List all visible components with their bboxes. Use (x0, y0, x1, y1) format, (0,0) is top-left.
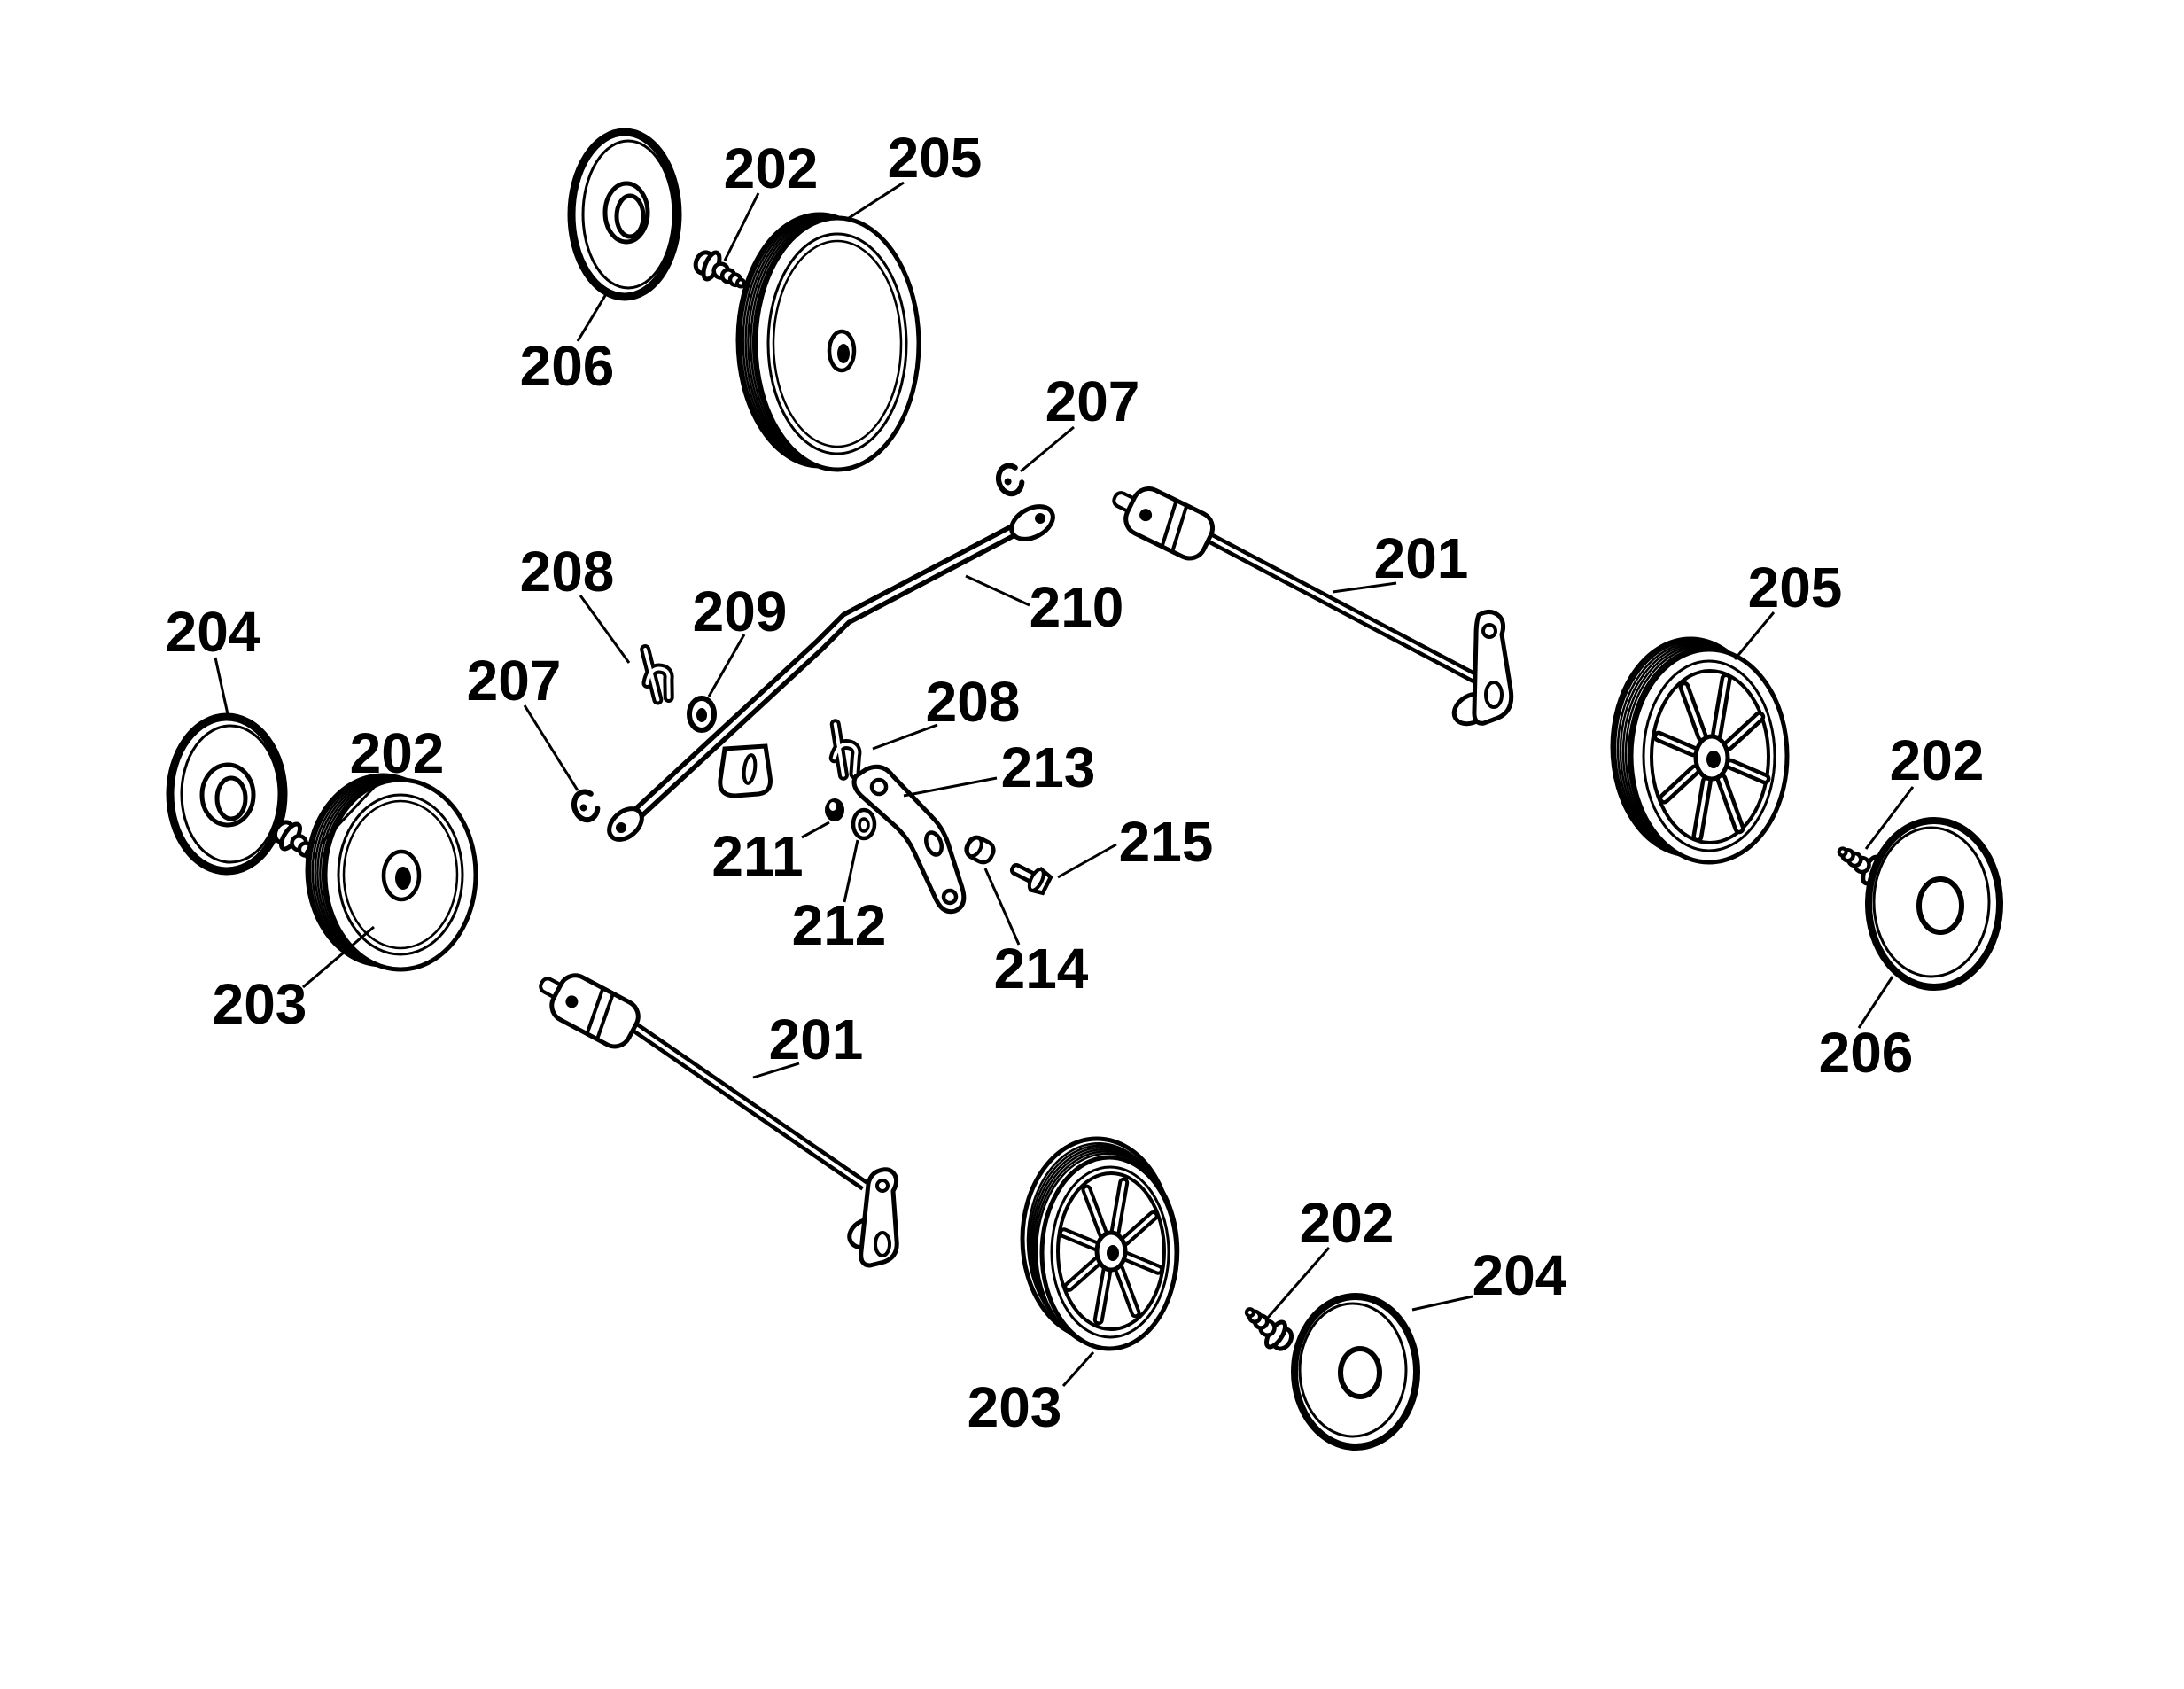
part-label-205-right: 205 (1748, 556, 1843, 619)
part-label-208-right: 208 (926, 670, 1021, 734)
part-label-202-right: 202 (1890, 728, 1985, 792)
screw-top-left (691, 246, 751, 293)
wheel-hub (827, 329, 857, 373)
adjuster-rod (607, 504, 1055, 842)
wheel-top (735, 212, 921, 472)
axle-arm-upper (1105, 476, 1514, 727)
leader-lines (214, 181, 1915, 1388)
wheel-bottom (1020, 1136, 1180, 1351)
part-label-204-bottom: 204 (1473, 1243, 1567, 1307)
part-label-210: 210 (1030, 575, 1124, 639)
part-label-205-top: 205 (888, 126, 983, 190)
part-label-209: 209 (693, 580, 788, 643)
part-label-212: 212 (792, 893, 887, 957)
part-label-214: 214 (994, 937, 1089, 1000)
part-label-213: 213 (1001, 736, 1096, 799)
axle-arm-lower (531, 961, 899, 1268)
hub-cap-disc-right (1865, 817, 2003, 991)
spacer-211 (825, 798, 844, 821)
part-label-203-bottom: 203 (968, 1375, 1062, 1439)
part-label-201-lower: 201 (769, 1008, 864, 1071)
part-label-203-left: 203 (213, 972, 307, 1036)
wheel-right (1610, 636, 1790, 865)
part-label-207-left: 207 (467, 649, 562, 712)
wheel-left (305, 773, 478, 972)
callout-labels: 206 202 205 207 201 205 202 206 204 202 … (166, 126, 1985, 1439)
hub-cap-disc-left (166, 712, 288, 876)
part-label-202-left: 202 (350, 721, 445, 785)
part-label-204-left: 204 (166, 600, 260, 664)
part-label-211: 211 (711, 824, 803, 888)
clip-right (821, 721, 865, 779)
part-label-215: 215 (1119, 810, 1214, 874)
wheel-hub (1693, 734, 1730, 782)
bolt-215 (1009, 862, 1053, 896)
e-ring-top (996, 463, 1024, 496)
wheel-hub (1094, 1230, 1128, 1273)
e-ring-left (571, 790, 600, 822)
part-label-202-bottom: 202 (1300, 1191, 1395, 1255)
washer-212 (851, 807, 877, 841)
washer-209 (687, 696, 717, 733)
part-label-202-top-left: 202 (724, 136, 819, 200)
screw-bottom (1237, 1303, 1297, 1356)
wheel-hub (381, 849, 422, 902)
hub-cap-disc-top-left (567, 128, 682, 301)
part-label-206-right: 206 (1819, 1021, 1914, 1085)
clip-left (632, 646, 678, 704)
bushing-214 (964, 835, 996, 865)
part-label-207-top: 207 (1045, 370, 1140, 433)
hub-cap-disc-bottom (1291, 1293, 1420, 1451)
part-label-206-top-left: 206 (520, 334, 615, 398)
adjuster-bracket (851, 764, 967, 915)
part-label-201-upper: 201 (1374, 526, 1469, 590)
part-label-208-left: 208 (520, 540, 615, 603)
